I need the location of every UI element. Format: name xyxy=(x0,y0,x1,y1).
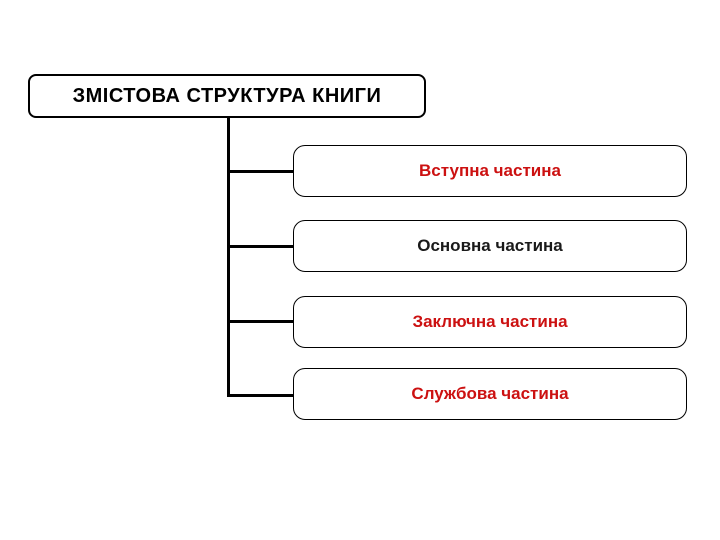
node-introductory-part: Вступна частина xyxy=(293,145,687,197)
node-label: Основна частина xyxy=(417,236,563,255)
node-label: Службова частина xyxy=(411,384,569,403)
node-label: Заключна частина xyxy=(412,312,568,331)
node-service-part: Службова частина xyxy=(293,368,687,420)
connector-branch-3 xyxy=(227,320,293,323)
connector-branch-1 xyxy=(227,170,293,173)
connector-vertical-trunk xyxy=(227,118,230,397)
diagram-title-box: ЗМІСТОВА СТРУКТУРА КНИГИ xyxy=(28,74,426,118)
node-concluding-part: Заключна частина xyxy=(293,296,687,348)
diagram-title: ЗМІСТОВА СТРУКТУРА КНИГИ xyxy=(72,84,382,107)
connector-branch-4 xyxy=(227,394,293,397)
node-label: Вступна частина xyxy=(419,161,561,180)
node-main-part: Основна частина xyxy=(293,220,687,272)
connector-branch-2 xyxy=(227,245,293,248)
